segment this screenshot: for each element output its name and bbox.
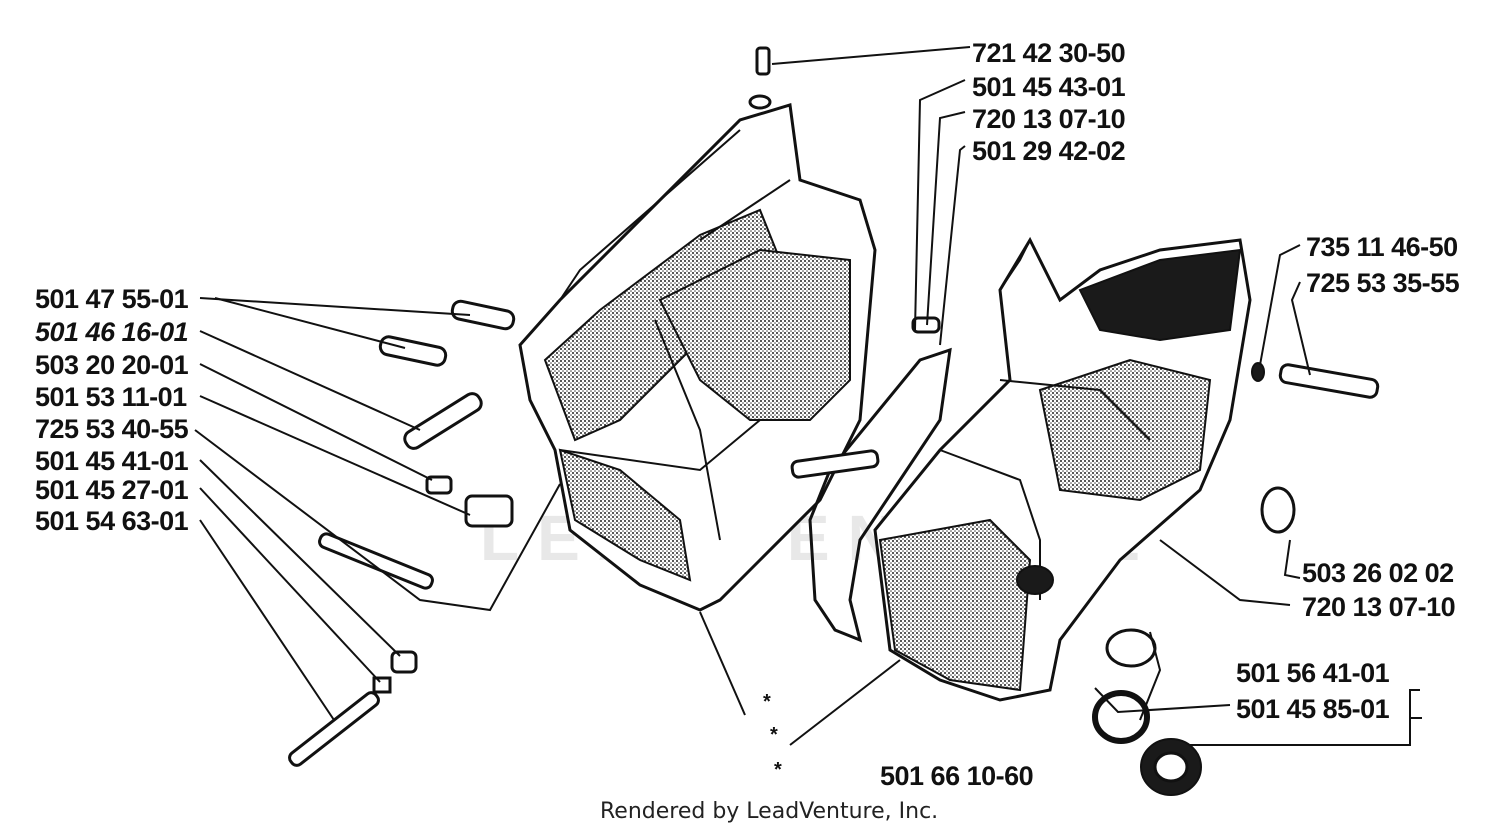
small-bolt [425, 475, 453, 495]
label-501-45-85-01: 501 45 85-01 [1236, 694, 1390, 724]
pin-right [911, 316, 941, 334]
washer [372, 676, 392, 694]
label-501-47-55-01: 501 47 55-01 [35, 284, 189, 314]
label-501-45-41-01: 501 45 41-01 [35, 446, 189, 476]
right-bolt [1278, 363, 1380, 399]
small-parts [288, 46, 1380, 796]
seal-ring [1092, 690, 1150, 744]
ring-washer [1251, 362, 1265, 382]
label-721-42-30-50: 721 42 30-50 [972, 38, 1125, 68]
label-503-26-02-02: 503 26 02 02 [1302, 558, 1454, 588]
o-ring [1105, 628, 1157, 668]
footer-credit: Rendered by LeadVenture, Inc. [600, 799, 938, 824]
leader-lines [194, 46, 1422, 746]
label-501-46-16-01: 501 46 16-01 [35, 317, 188, 347]
asterisk-1: * [763, 691, 771, 713]
dowel-pin-1 [450, 299, 516, 331]
clip [464, 494, 514, 528]
long-screw [318, 532, 434, 590]
label-501-56-41-01: 501 56 41-01 [1236, 658, 1390, 688]
label-725-53-35-55: 725 53 35-55 [1306, 268, 1460, 298]
label-720-13-07-10-top: 720 13 07-10 [972, 104, 1125, 134]
label-501-53-11-01: 501 53 11-01 [35, 382, 187, 412]
bottom-bolt [288, 691, 380, 767]
bearing-seal [1260, 486, 1296, 534]
gasket [808, 347, 952, 643]
label-735-11-46-50: 735 11 46-50 [1306, 232, 1458, 262]
center-bolt [790, 449, 880, 479]
label-501-66-10-60: 501 66 10-60 [880, 761, 1033, 791]
label-501-45-43-01: 501 45 43-01 [972, 72, 1126, 102]
label-720-13-07-10-right: 720 13 07-10 [1302, 592, 1455, 622]
label-501-54-63-01: 501 54 63-01 [35, 506, 189, 536]
part-number-labels: 721 42 30-50 501 45 43-01 720 13 07-10 5… [35, 38, 1460, 791]
dowel-pin-2 [378, 335, 448, 367]
top-screw [755, 46, 771, 76]
left-crankcase-half [518, 94, 877, 612]
pin-3 [403, 392, 483, 450]
label-501-45-27-01: 501 45 27-01 [35, 475, 189, 505]
label-503-20-20-01: 503 20 20-01 [35, 350, 189, 380]
cap-center [1153, 751, 1189, 783]
right-crankcase-half [873, 236, 1252, 702]
asterisk-3: * [774, 759, 782, 781]
asterisk-2: * [770, 724, 778, 746]
nut [390, 650, 418, 674]
label-501-29-42-02: 501 29 42-02 [972, 136, 1125, 166]
label-725-53-40-55: 725 53 40-55 [35, 414, 189, 444]
